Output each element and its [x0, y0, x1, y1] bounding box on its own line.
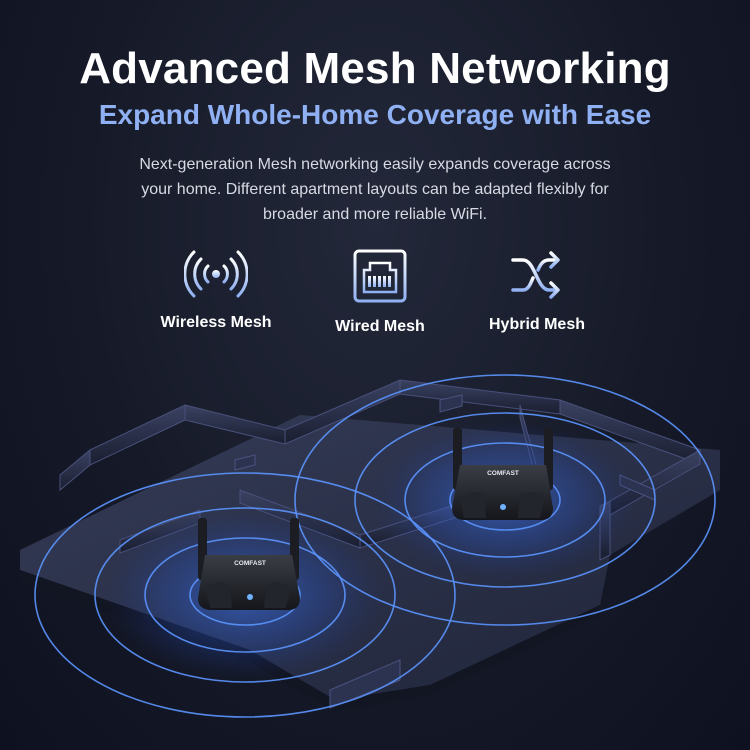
floor-edge	[20, 570, 600, 712]
wireless-signal-icon	[184, 250, 248, 298]
feature-label: Wireless Mesh	[160, 314, 272, 331]
feature-label: Hybrid Mesh	[488, 316, 585, 333]
shuffle-arrows-icon	[511, 251, 560, 299]
signal-rings-right	[294, 374, 716, 626]
feature-hybrid-mesh: Hybrid Mesh	[467, 248, 607, 334]
feature-wired-mesh: Wired Mesh	[310, 248, 450, 336]
mesh-router-left: COMFAST	[198, 518, 300, 610]
mesh-router-right: COMFAST	[452, 428, 553, 520]
description-text: Next-generation Mesh networking easily e…	[139, 156, 611, 223]
page-title: Advanced Mesh Networking	[79, 44, 671, 93]
router-brand-label: COMFAST	[487, 470, 519, 477]
feature-label: Wired Mesh	[335, 318, 425, 335]
feature-wireless-mesh: Wireless Mesh	[146, 248, 286, 332]
page-subtitle: Expand Whole-Home Coverage with Ease	[98, 99, 652, 130]
apartment-coverage-illustration: COMFAST COMFAST	[20, 374, 720, 718]
router-brand-label: COMFAST	[234, 560, 266, 567]
ethernet-port-icon	[353, 249, 407, 303]
